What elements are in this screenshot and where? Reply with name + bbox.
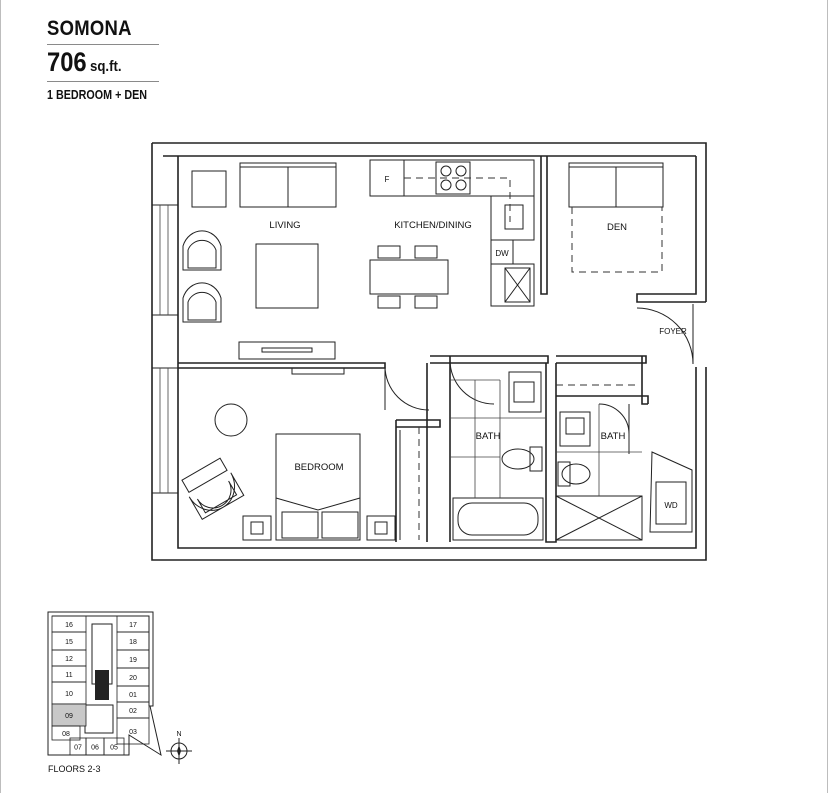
living-furniture <box>182 162 337 360</box>
key-unit-03 <box>116 717 150 745</box>
page-border-left <box>0 0 1 793</box>
label-bath-main: BATH <box>476 431 501 442</box>
key-unit-label-05: 05 <box>110 745 118 752</box>
key-unit-label-06: 06 <box>91 745 99 752</box>
label-den: DEN <box>607 222 627 233</box>
key-unit-05 <box>103 737 125 756</box>
unit-header: SOMONA 706 sq.ft. 1 BEDROOM + DEN <box>47 17 159 102</box>
unit-type: 1 BEDROOM + DEN <box>47 88 148 102</box>
label-bedroom: BEDROOM <box>294 462 343 473</box>
kitchen-dining <box>369 159 535 309</box>
key-unit-label-16: 16 <box>65 622 73 629</box>
bedroom-furniture <box>181 367 420 541</box>
bath-main <box>450 371 546 541</box>
north-arrow: N <box>166 731 192 764</box>
key-unit-label-02: 02 <box>129 708 137 715</box>
unit-name: SOMONA <box>47 17 132 40</box>
label-dishwasher: DW <box>495 249 509 258</box>
key-unit-label-19: 19 <box>129 657 137 664</box>
label-washer-dryer: WD <box>664 501 678 510</box>
area-value: 706 <box>47 47 87 77</box>
key-unit-label-12: 12 <box>65 656 73 663</box>
doors <box>384 304 694 533</box>
key-unit-label-03: 03 <box>129 729 137 736</box>
key-unit-label-10: 10 <box>65 691 73 698</box>
exterior-walls <box>151 142 707 561</box>
label-bath-ensuite: BATH <box>601 431 626 442</box>
label-fridge: F <box>385 175 390 184</box>
unit-area: 706 sq.ft. <box>47 45 159 81</box>
header-divider-2 <box>47 81 159 82</box>
key-plan-floors: FLOORS 2-3 <box>48 764 101 774</box>
label-living: LIVING <box>269 220 300 231</box>
label-kitchen-dining: KITCHEN/DINING <box>394 220 472 231</box>
area-unit: sq.ft. <box>90 58 122 75</box>
den-furniture <box>568 162 664 273</box>
key-unit-08 <box>51 725 81 741</box>
key-plan-units: 16 17 15 18 12 19 11 20 10 01 09 02 08 03 07 06 05 <box>51 615 150 756</box>
key-unit-label-15: 15 <box>65 639 73 646</box>
key-unit-label-17: 17 <box>129 622 137 629</box>
key-unit-label-01: 01 <box>129 692 137 699</box>
interior-walls <box>178 156 649 543</box>
key-unit-label-09: 09 <box>65 713 73 720</box>
key-unit-label-07: 07 <box>74 745 82 752</box>
key-unit-label-20: 20 <box>129 675 137 682</box>
label-foyer: FOYER <box>659 327 687 336</box>
key-unit-label-08: 08 <box>62 731 70 738</box>
key-unit-label-11: 11 <box>65 672 72 679</box>
north-label: N <box>176 731 181 738</box>
bath-ensuite <box>555 384 643 541</box>
header-divider <box>47 44 159 45</box>
key-unit-label-18: 18 <box>129 639 137 646</box>
